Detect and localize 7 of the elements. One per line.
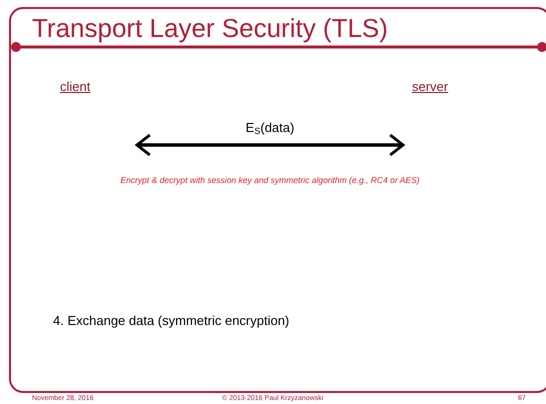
step-text: 4. Exchange data (symmetric encryption) (53, 313, 290, 328)
edge-label: E$_{S}$(data) (244, 120, 296, 135)
double-arrow (136, 134, 404, 156)
endpoint-label: client (60, 79, 90, 94)
note-text: Encrypt & decrypt with session key and symmetric algorithm (e.g., RC4 or AES) (119, 174, 421, 187)
slide-title: Transport Layer Security (TLS) (32, 13, 388, 43)
endpoint-label: server (412, 79, 448, 94)
